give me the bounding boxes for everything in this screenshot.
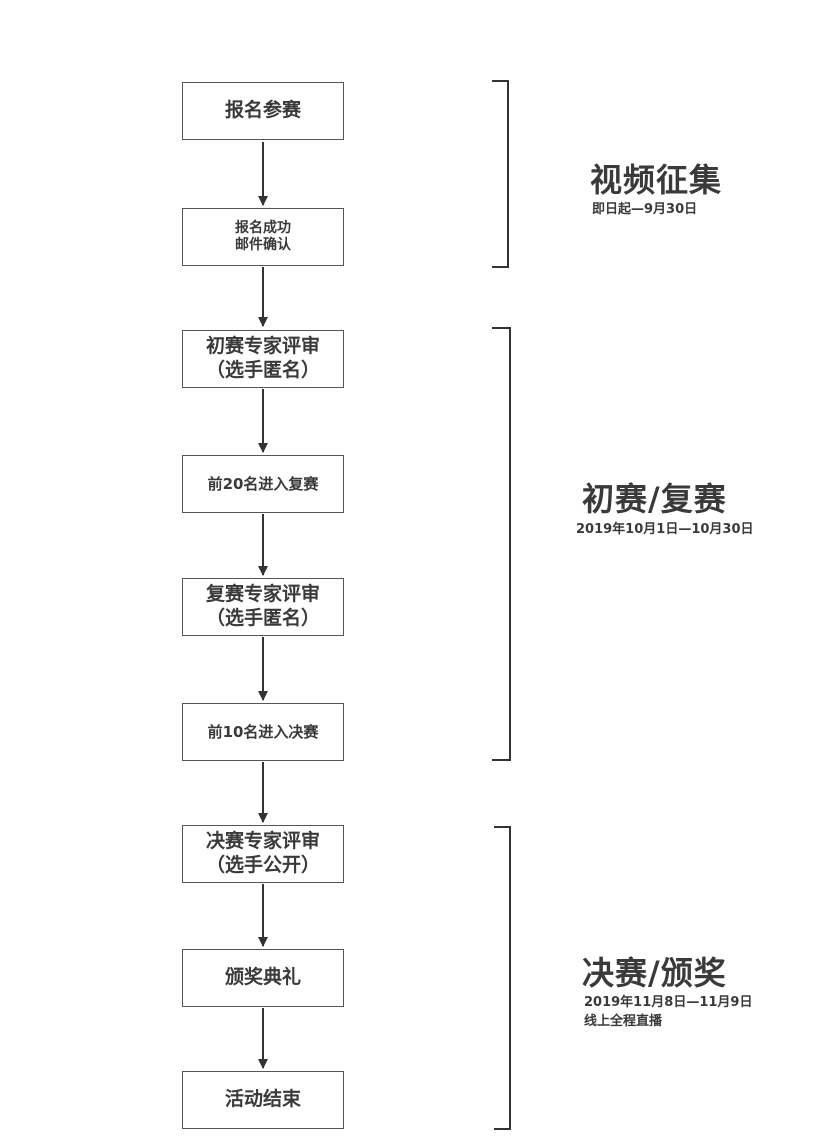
step-label: 前20名进入复赛 xyxy=(207,474,319,493)
bracket-video-collection xyxy=(492,80,509,268)
stage-note-final-award: 线上全程直播 xyxy=(584,1014,663,1029)
bracket-prelim-semifinal xyxy=(492,327,511,761)
step-register: 报名参赛 xyxy=(182,82,344,140)
step-label: （选手匿名） xyxy=(205,359,320,381)
stage-title-prelim-semifinal: 初赛/复赛 xyxy=(582,480,727,518)
step-label: 决赛专家评审 xyxy=(205,830,320,853)
step-label: （选手公开） xyxy=(205,854,320,876)
step-label: 报名参赛 xyxy=(224,99,301,122)
step-event-end: 活动结束 xyxy=(182,1071,344,1129)
stage-dates-video-collection: 即日起—9月30日 xyxy=(592,202,698,217)
stage-dates-prelim-semifinal: 2019年10月1日—10月30日 xyxy=(576,522,754,537)
step-award-ceremony: 颁奖典礼 xyxy=(182,949,344,1007)
step-label: 初赛专家评审 xyxy=(205,335,320,358)
stage-title-final-award: 决赛/颁奖 xyxy=(582,954,727,992)
step-label: （选手匿名） xyxy=(205,607,320,629)
step-label: 颁奖典礼 xyxy=(224,966,301,989)
stage-dates-final-award: 2019年11月8日—11月9日 xyxy=(584,995,753,1010)
step-register-confirmed: 报名成功 邮件确认 xyxy=(182,208,344,266)
step-label: 邮件确认 xyxy=(235,237,291,253)
step-top20: 前20名进入复赛 xyxy=(182,455,344,513)
step-final-review: 决赛专家评审 （选手公开） xyxy=(182,825,344,883)
step-label: 活动结束 xyxy=(224,1088,301,1111)
step-semifinal-review: 复赛专家评审 （选手匿名） xyxy=(182,578,344,636)
step-top10: 前10名进入决赛 xyxy=(182,703,344,761)
stage-title-video-collection: 视频征集 xyxy=(590,161,723,199)
step-prelim-review: 初赛专家评审 （选手匿名） xyxy=(182,330,344,388)
bracket-final-award xyxy=(494,826,511,1130)
step-label: 复赛专家评审 xyxy=(205,583,320,606)
step-label: 前10名进入决赛 xyxy=(207,722,319,741)
step-label: 报名成功 xyxy=(235,219,291,236)
